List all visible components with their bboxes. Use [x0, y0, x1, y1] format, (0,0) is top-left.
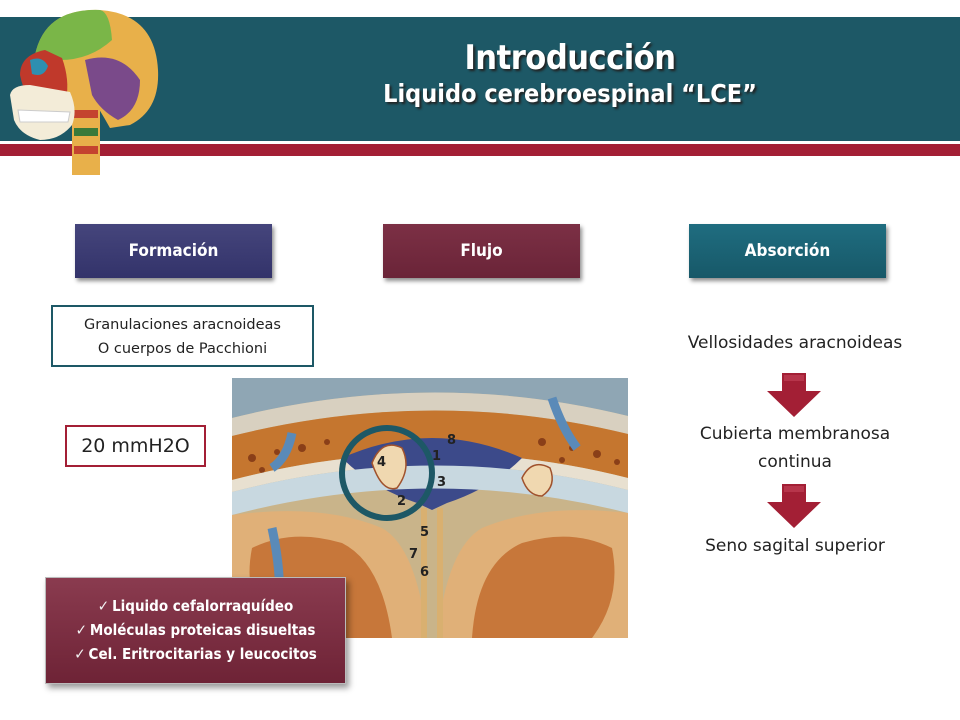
checkmark-icon: ✓	[97, 597, 110, 615]
title-main: Introducción	[464, 38, 676, 78]
down-arrow-icon	[767, 484, 821, 528]
illustration-label: 5	[420, 525, 429, 540]
components-box: ✓Liquido cefalorraquídeo ✓Moléculas prot…	[45, 577, 346, 684]
title-sub: Liquido cerebroespinal “LCE”	[383, 79, 757, 108]
granulaciones-box: Granulaciones aracnoideas O cuerpos de P…	[51, 305, 314, 367]
header-stripe	[0, 144, 960, 156]
formacion-header[interactable]: Formación	[75, 224, 272, 278]
components-item: ✓Cel. Eritrocitarias y leucocitos	[74, 645, 317, 663]
absorcion-step1: Vellosidades aracnoideas	[687, 333, 903, 353]
absorcion-step2-line2: continua	[758, 452, 832, 472]
illustration-label: 7	[409, 547, 418, 562]
pressure-box: 20 mmH2O	[65, 425, 206, 467]
illustration-label: 4	[377, 455, 386, 470]
components-item: ✓Moléculas proteicas disueltas	[75, 621, 316, 639]
header-banner	[0, 17, 960, 141]
illustration-label: 2	[397, 494, 406, 509]
illustration-label: 6	[420, 565, 429, 580]
absorcion-step2: Cubierta membranosa continua	[660, 420, 930, 476]
absorcion-step2-line1: Cubierta membranosa	[699, 424, 891, 444]
down-arrow-icon	[767, 373, 821, 417]
illustration-label: 3	[437, 475, 446, 490]
illustration-label: 8	[447, 433, 456, 448]
absorcion-header[interactable]: Absorción	[689, 224, 886, 278]
skull-icon	[10, 9, 159, 175]
granulaciones-line1: Granulaciones aracnoideas	[84, 317, 281, 333]
flujo-header[interactable]: Flujo	[383, 224, 580, 278]
slide-title: Introducción Liquido cerebroespinal “LCE…	[300, 38, 840, 110]
checkmark-icon: ✓	[74, 645, 86, 663]
components-item: ✓Liquido cefalorraquídeo	[97, 597, 294, 615]
granulaciones-line2: O cuerpos de Pacchioni	[97, 341, 268, 357]
absorcion-step3: Seno sagital superior	[705, 536, 885, 556]
checkmark-icon: ✓	[75, 621, 87, 639]
illustration-label: 1	[432, 449, 441, 464]
